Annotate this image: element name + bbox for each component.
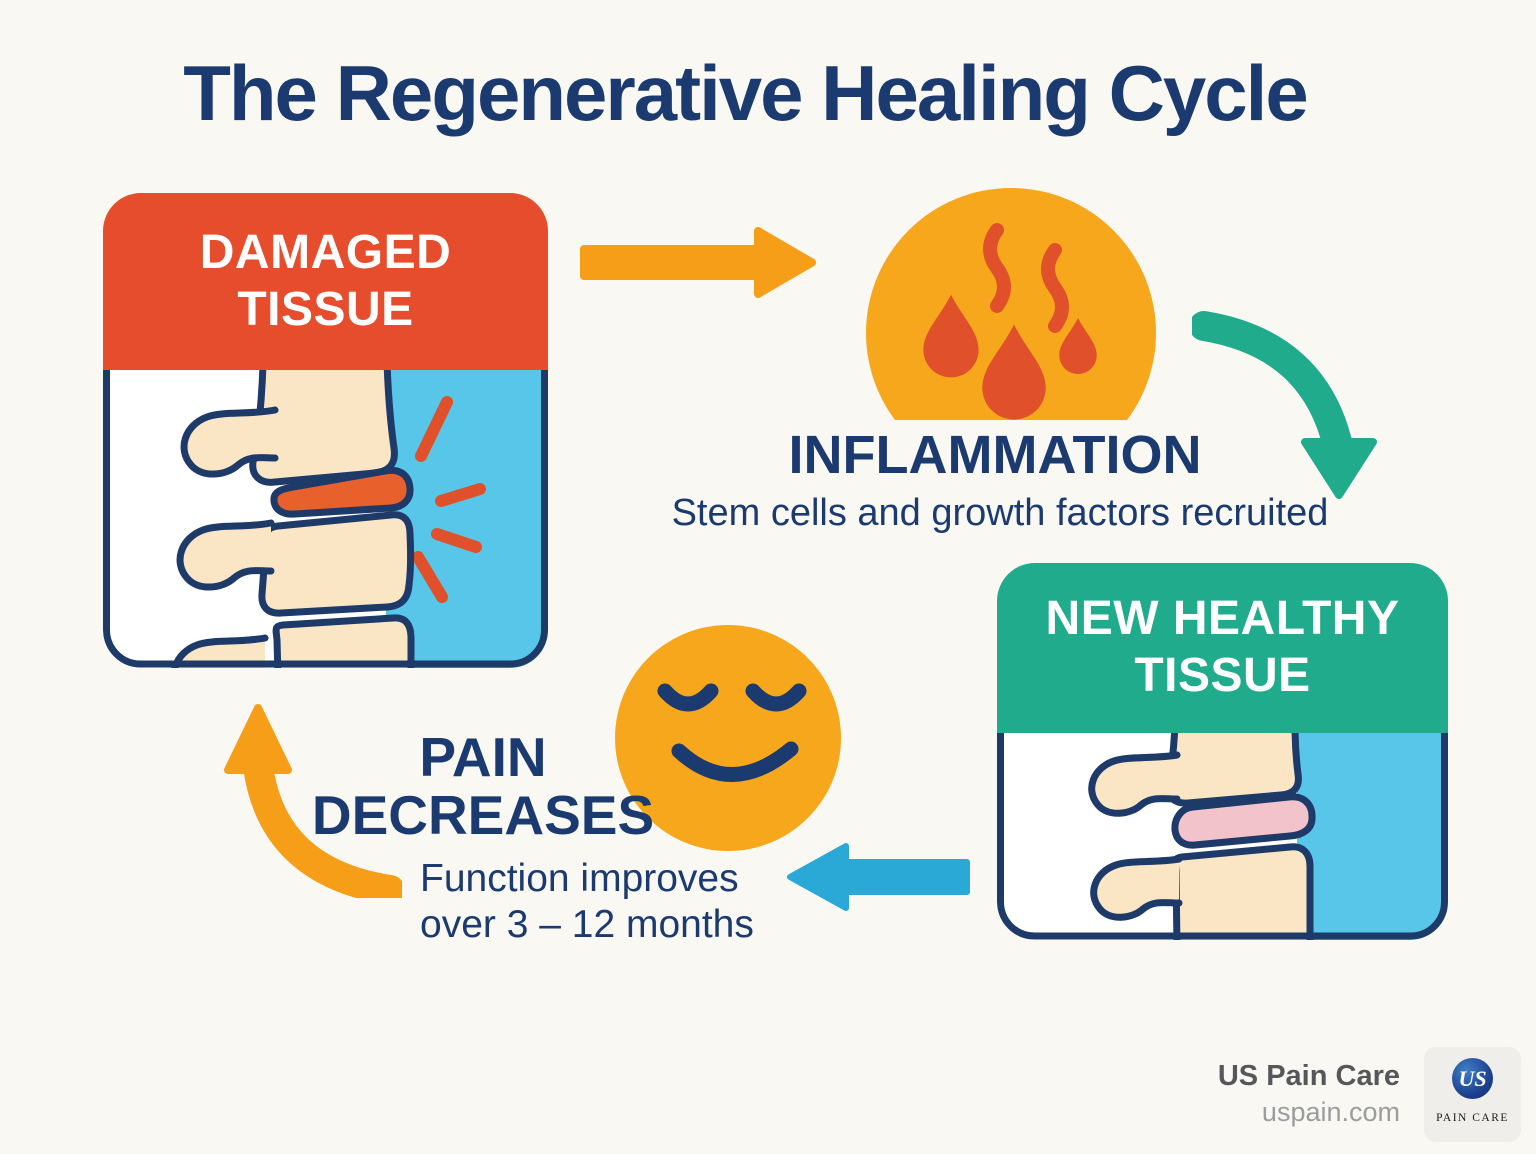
card-outline <box>103 370 548 668</box>
brand-name: US Pain Care <box>1217 1060 1400 1092</box>
damaged-tissue-header: DAMAGED TISSUE <box>103 193 548 370</box>
spinous-process <box>180 523 271 587</box>
pain-flash-lines <box>412 396 486 603</box>
vertebra-middle <box>258 511 415 617</box>
healthy-disc <box>1171 793 1316 849</box>
blue-backdrop <box>1297 733 1448 940</box>
brand-logo: US PAIN CARE <box>1424 1047 1521 1142</box>
inflammation-subtitle: Stem cells and growth factors recruited <box>671 492 1329 534</box>
brand-logo-monogram: US <box>1458 1065 1487 1091</box>
spinous-process <box>1092 755 1177 813</box>
vertebra-bottom <box>272 614 415 668</box>
inflammation-icon <box>866 188 1156 420</box>
brand-website: uspain.com <box>1261 1097 1400 1127</box>
new-healthy-tissue-label: NEW HEALTHY TISSUE <box>1045 592 1400 702</box>
pain-decreases-subtitle: Function improves over 3 – 12 months <box>420 857 754 947</box>
inflamed-disc <box>270 466 414 518</box>
vertebra-top <box>1164 733 1302 807</box>
damaged-tissue-label: DAMAGED TISSUE <box>199 225 452 336</box>
inflammation-heading: INFLAMMATION <box>788 425 1202 485</box>
damaged-tissue-card: DAMAGED TISSUE <box>103 193 548 668</box>
card-outline <box>997 733 1448 940</box>
heat-squiggle <box>1041 243 1069 333</box>
damaged-tissue-body <box>103 370 548 668</box>
new-healthy-tissue-header: NEW HEALTHY TISSUE <box>997 563 1448 733</box>
relieved-face-icon <box>615 625 841 851</box>
new-healthy-tissue-body <box>997 733 1448 940</box>
brand-logo-circle: US <box>1452 1058 1493 1099</box>
closed-eye-left <box>657 683 719 712</box>
pain-decreases-heading: PAIN DECREASES <box>311 726 655 847</box>
damaged-spine-illustration <box>103 370 548 668</box>
face-circle <box>615 625 841 851</box>
arrow-damaged-to-inflammation-icon <box>580 227 816 298</box>
arrow-inflammation-to-healthy-icon <box>1192 311 1377 499</box>
heat-squiggle <box>983 223 1011 313</box>
arrow-healthy-to-pain-icon <box>787 843 970 911</box>
spinous-process <box>1094 859 1179 917</box>
arrow-pain-to-damaged-icon <box>224 704 402 898</box>
healthy-spine-illustration <box>997 733 1448 940</box>
new-healthy-tissue-card: NEW HEALTHY TISSUE <box>997 563 1448 940</box>
vertebra-bottom <box>1171 843 1314 940</box>
page-title: The Regenerative Healing Cycle <box>183 49 1308 137</box>
smile-mouth <box>671 741 799 782</box>
closed-eye-right <box>745 683 807 712</box>
brand-logo-caption: PAIN CARE <box>1436 1112 1509 1124</box>
